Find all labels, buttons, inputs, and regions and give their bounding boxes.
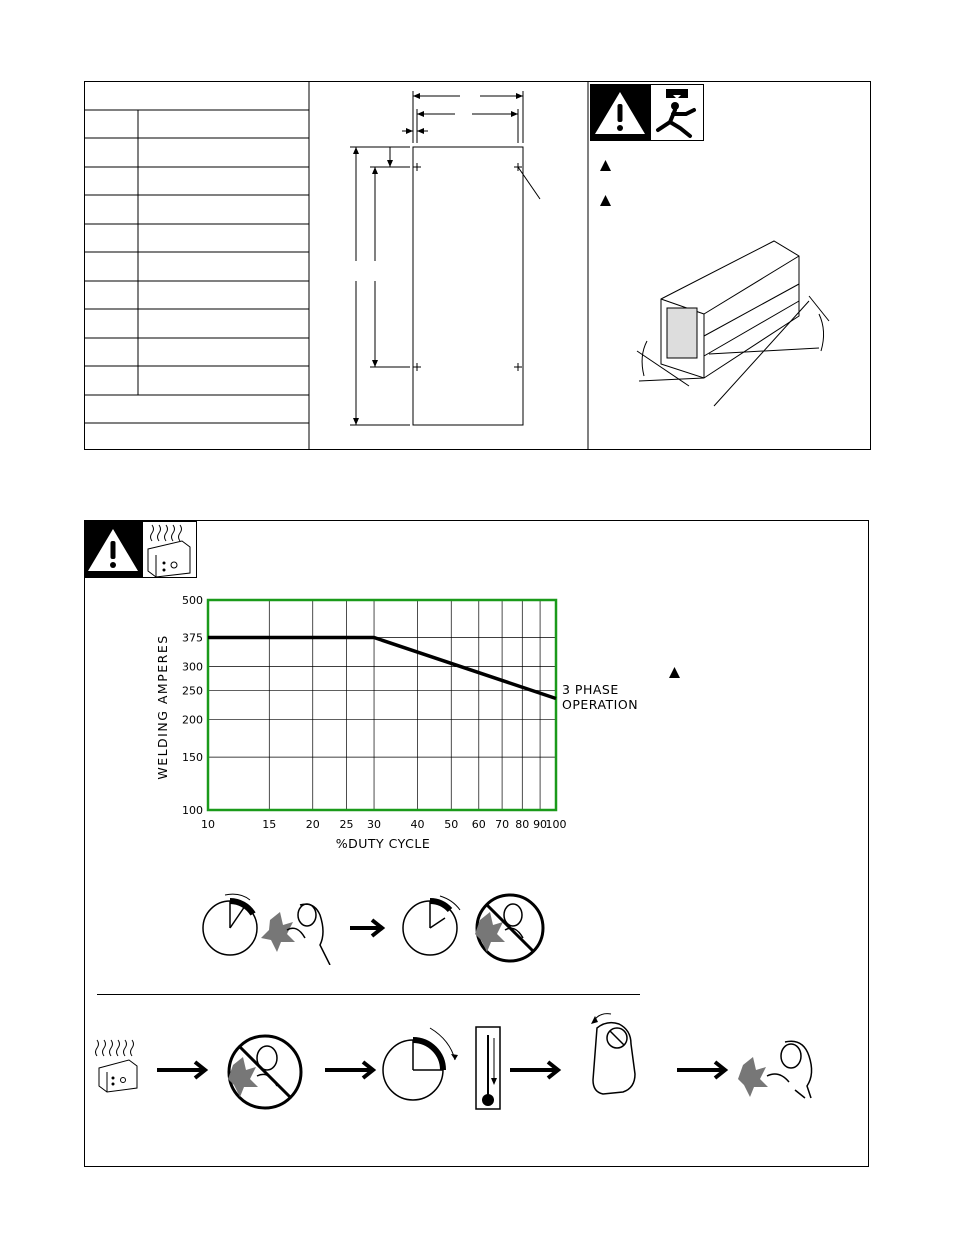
y-tick-label: 200 (182, 714, 203, 727)
triangle-bullet-icon (669, 667, 680, 678)
warning-triangle-icon (84, 521, 142, 578)
x-tick-label: 25 (339, 818, 353, 831)
clock-timer-icon (382, 1027, 458, 1101)
right-arrow-icon (350, 918, 386, 938)
x-tick-label: 100 (546, 818, 567, 831)
thermometer-icon (475, 1026, 501, 1110)
y-tick-label: 375 (182, 632, 203, 645)
x-tick-label: 50 (444, 818, 458, 831)
y-axis-label: WELDING AMPERES (155, 634, 170, 779)
overheat-sequence-illustration (95, 1013, 813, 1110)
right-arrow-icon (325, 1060, 377, 1080)
welder-icon (738, 1040, 813, 1099)
section-divider (97, 994, 640, 995)
x-tick-label: 40 (411, 818, 425, 831)
chart-plot-frame (206, 598, 558, 812)
y-tick-label: 100 (182, 804, 203, 817)
y-tick-label: 500 (182, 594, 203, 607)
right-arrow-icon (157, 1060, 209, 1080)
welder-icon (261, 903, 331, 965)
y-tick-label: 300 (182, 661, 203, 674)
x-tick-label: 30 (367, 818, 381, 831)
duty-cycle-section-frame (84, 520, 869, 1167)
series-label-line-2: OPERATION (562, 697, 638, 712)
clock-timer-icon (402, 895, 461, 956)
machine-tilt-drawing (636, 240, 830, 407)
no-welding-icon (227, 1034, 303, 1110)
y-tick-label: 150 (182, 751, 203, 764)
no-welding-icon (475, 893, 545, 963)
overheating-machine-icon (142, 521, 197, 578)
base-dimension-drawing (350, 81, 589, 450)
x-axis-label: %DUTY CYCLE (336, 836, 430, 851)
right-arrow-icon (510, 1060, 562, 1080)
duty-cycle-illustration (202, 893, 545, 965)
triangle-bullet-icon (600, 195, 611, 206)
top-section-frame (84, 81, 871, 450)
x-tick-label: 60 (472, 818, 486, 831)
x-tick-label: 15 (262, 818, 276, 831)
warning-triangle-icon (590, 84, 650, 141)
series-label-line-1: 3 PHASE (562, 682, 619, 697)
reduce-knob-icon (591, 1013, 636, 1095)
falling-equipment-icon (650, 84, 704, 141)
x-tick-label: 70 (495, 818, 509, 831)
x-tick-label: 10 (201, 818, 215, 831)
x-tick-label: 90 (533, 818, 547, 831)
x-tick-label: 20 (306, 818, 320, 831)
triangle-bullet-icon (600, 160, 611, 171)
series-line-3-phase (208, 635, 557, 701)
x-tick-label: 80 (515, 818, 529, 831)
clock-timer-icon (202, 893, 258, 956)
falling-hazard-panel (589, 81, 871, 450)
dimension-table (84, 81, 310, 450)
right-arrow-icon (677, 1060, 729, 1080)
y-tick-label: 250 (182, 684, 203, 697)
overheating-machine-icon (95, 1039, 138, 1093)
chart-grid (207, 599, 557, 811)
